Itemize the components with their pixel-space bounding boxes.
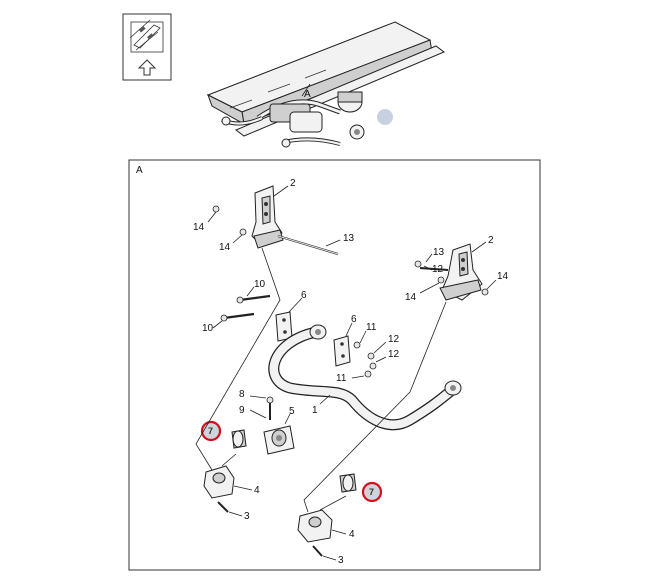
bolt-3-left	[217, 501, 229, 513]
section-label: A	[136, 165, 143, 176]
left-link-bracket	[203, 465, 235, 499]
callout-11-b: 11	[336, 373, 347, 384]
callout-13-left: 13	[343, 233, 355, 244]
mounting-plate-right	[333, 335, 351, 367]
stabilizer-bar	[268, 324, 462, 431]
detail-frame	[128, 159, 541, 571]
bolt-12-top	[414, 260, 422, 268]
callout-14-d: 14	[497, 271, 509, 282]
callout-4-left: 4	[254, 485, 260, 496]
callout-6-right: 6	[351, 314, 357, 325]
callout-13-right: 13	[433, 247, 445, 258]
callout-14-a: 14	[193, 222, 205, 233]
callout-14-b: 14	[219, 242, 231, 253]
highlight-7-right	[361, 481, 383, 503]
orientation-icon	[122, 13, 172, 81]
callout-10-a: 10	[254, 279, 266, 290]
bolt-10-a	[239, 294, 271, 302]
guide-line-left	[195, 247, 281, 471]
nut-11-a	[353, 341, 361, 349]
bolt-14-b	[239, 228, 247, 236]
callout-10-b: 10	[202, 323, 214, 334]
bolt-14-a	[212, 205, 220, 213]
callout-1: 1	[312, 405, 318, 416]
right-bushing	[339, 473, 357, 493]
nut-11-b	[364, 370, 372, 378]
vehicle-frame-overview: A	[206, 21, 445, 148]
stabilizer-clamp	[263, 425, 295, 455]
bolt-3-right	[312, 545, 323, 557]
callout-12-left: 12	[388, 334, 400, 345]
callout-2-left: 2	[290, 178, 296, 189]
callout-7-right: 7	[369, 487, 374, 497]
callout-12-right: 12	[432, 264, 444, 275]
nut-12-b	[369, 362, 377, 370]
callout-7-left: 7	[208, 426, 213, 436]
left-upper-bracket	[251, 185, 284, 249]
callout-9: 9	[239, 405, 245, 416]
right-upper-bracket	[439, 243, 483, 301]
callout-2-right: 2	[488, 235, 494, 246]
callout-11-a: 11	[366, 322, 377, 333]
callout-14-c: 14	[405, 292, 417, 303]
callout-12-extra: 12	[388, 349, 400, 360]
right-link-bracket	[297, 509, 333, 543]
bolt-10-b	[223, 312, 255, 320]
overview-marker: A	[304, 89, 311, 100]
callout-3-left: 3	[244, 511, 250, 522]
guide-line-right	[303, 301, 447, 513]
callout-5: 5	[289, 406, 295, 417]
callout-6-left: 6	[301, 290, 307, 301]
callout-8: 8	[239, 389, 245, 400]
nut-12-a	[367, 352, 375, 360]
bolt-14-d	[481, 288, 489, 296]
callout-4-right: 4	[349, 529, 355, 540]
left-bushing	[231, 429, 247, 449]
callout-3-right: 3	[338, 555, 344, 566]
bolt-14-c	[437, 276, 445, 284]
